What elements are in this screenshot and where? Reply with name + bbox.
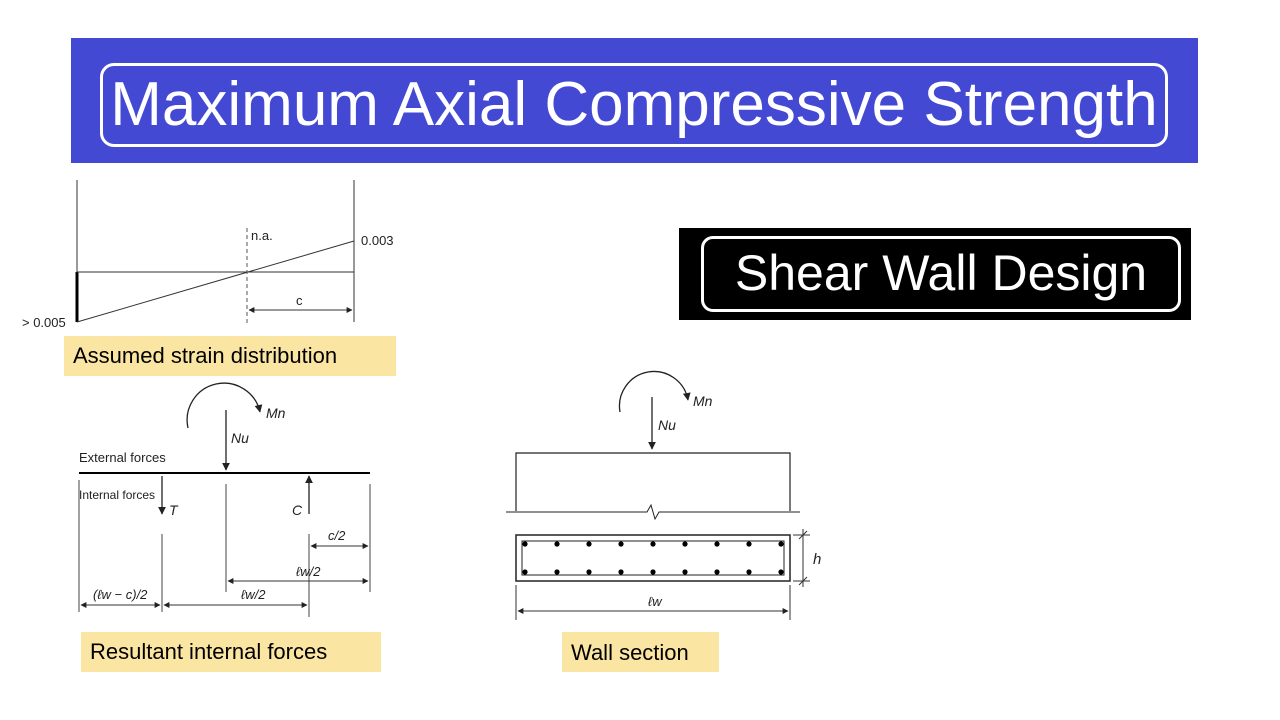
- moment-arrow: [618, 370, 691, 413]
- rebar: [778, 569, 784, 575]
- top-strain-label: 0.003: [361, 233, 394, 248]
- moment-arrow: [186, 382, 263, 429]
- wall-plan-outline: [515, 534, 791, 582]
- bottom-strain-label: > 0.005: [22, 315, 66, 330]
- page-title: Maximum Axial Compressive Strength: [100, 63, 1168, 147]
- depth-label: c: [296, 293, 303, 308]
- break-line: [506, 503, 800, 521]
- length-label: ℓw: [648, 594, 663, 609]
- forces-caption: Resultant internal forces: [81, 632, 381, 672]
- rebar: [554, 569, 560, 575]
- rebar: [586, 541, 592, 547]
- wall-elevation: [515, 452, 791, 511]
- rebar: [714, 541, 720, 547]
- internal-forces-label: Internal forces: [79, 488, 155, 502]
- rebar: [618, 541, 624, 547]
- rebar: [746, 541, 752, 547]
- tension-label: T: [169, 502, 179, 518]
- rebar: [778, 541, 784, 547]
- tick: [798, 576, 808, 586]
- rebar: [746, 569, 752, 575]
- rebar: [618, 569, 624, 575]
- neutral-axis-label: n.a.: [251, 228, 273, 243]
- page-subtitle: Shear Wall Design: [701, 236, 1181, 312]
- rebar: [522, 569, 528, 575]
- forces-diagram: Mn Nu External forces Internal forces T …: [78, 382, 371, 617]
- reinforcement-cage: [521, 540, 785, 576]
- wall-section-caption: Wall section: [562, 632, 719, 672]
- rebar: [714, 569, 720, 575]
- strain-diagram: n.a. 0.003 > 0.005 c: [22, 180, 394, 330]
- subtitle-banner: Shear Wall Design: [679, 228, 1191, 320]
- dim-c-half-label: c/2: [328, 528, 346, 543]
- dim-lw-minus-c-half-label: (ℓw − c)/2: [93, 587, 148, 602]
- dim-lw-half-bottom-label: ℓw/2: [241, 587, 266, 602]
- wall-section-diagram: Mn Nu h ℓw: [506, 370, 821, 620]
- axial-load-label: Nu: [231, 430, 249, 446]
- external-forces-label: External forces: [79, 450, 166, 465]
- moment-label: Mn: [693, 393, 713, 409]
- strain-caption: Assumed strain distribution: [64, 336, 396, 376]
- rebar-dots: [522, 541, 784, 575]
- rebar: [650, 569, 656, 575]
- rebar: [586, 569, 592, 575]
- title-banner: Maximum Axial Compressive Strength: [71, 38, 1198, 163]
- rebar: [682, 541, 688, 547]
- thickness-label: h: [813, 551, 821, 568]
- rebar: [682, 569, 688, 575]
- strain-profile-line: [76, 240, 355, 323]
- moment-label: Mn: [266, 405, 286, 421]
- rebar: [554, 541, 560, 547]
- axial-load-label: Nu: [658, 417, 676, 433]
- compression-label: C: [292, 502, 303, 518]
- dim-lw-half-right-label: ℓw/2: [296, 564, 321, 579]
- rebar: [522, 541, 528, 547]
- rebar: [650, 541, 656, 547]
- tick: [798, 530, 808, 540]
